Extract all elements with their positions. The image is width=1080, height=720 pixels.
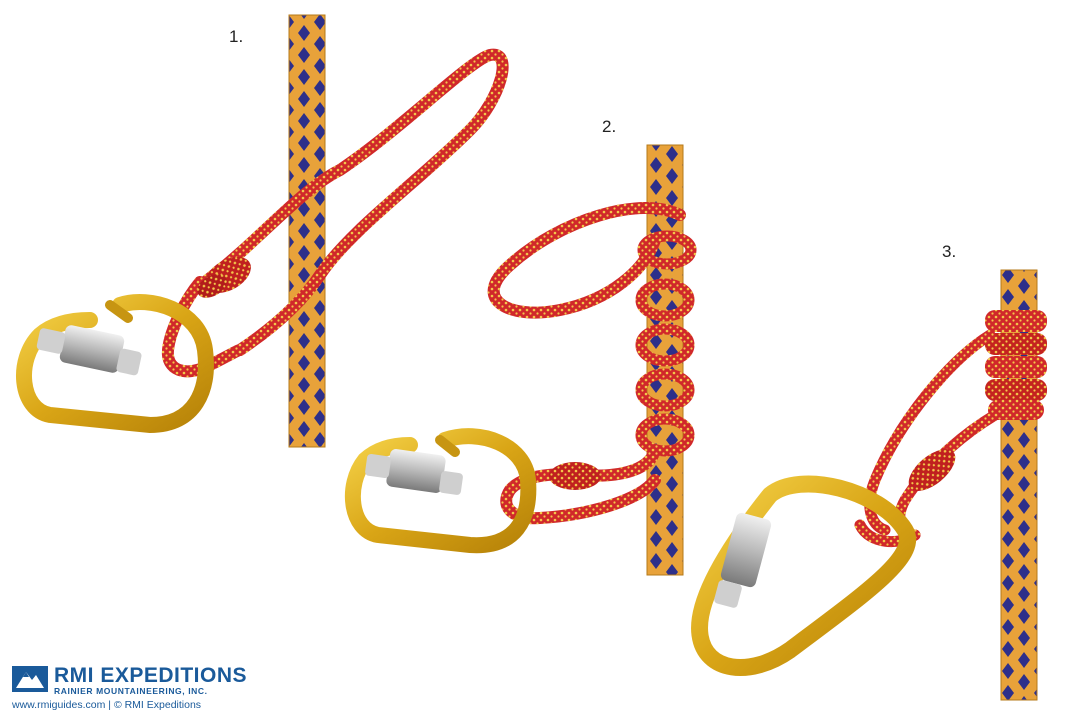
prusik-cord bbox=[168, 55, 503, 372]
step-2-illustration bbox=[353, 145, 691, 575]
step-3-illustration bbox=[700, 270, 1047, 700]
locking-carabiner bbox=[700, 484, 908, 668]
rmi-logo: RMI EXPEDITIONS RAINIER MOUNTAINEERING, … bbox=[12, 664, 332, 714]
brand-name: RMI EXPEDITIONS bbox=[54, 664, 247, 688]
copyright: © RMI Expeditions bbox=[114, 699, 201, 711]
step-3-label: 3. bbox=[942, 242, 956, 262]
gate-sleeve bbox=[36, 324, 142, 376]
fishermans-knot bbox=[549, 462, 601, 490]
brand-subtitle: RAINIER MOUNTAINEERING, INC. bbox=[54, 686, 208, 696]
step-1-illustration bbox=[24, 15, 503, 447]
step-1-label: 1. bbox=[229, 27, 243, 47]
fishermans-knot bbox=[193, 250, 257, 303]
gate-sleeve bbox=[365, 448, 464, 495]
main-rope bbox=[289, 15, 325, 447]
footer-credit: www.rmiguides.com | © RMI Expeditions bbox=[12, 699, 201, 711]
separator: | bbox=[108, 699, 111, 711]
prusik-wraps bbox=[985, 310, 1047, 420]
locking-carabiner bbox=[353, 436, 528, 545]
rmi-mountain-icon bbox=[12, 666, 48, 692]
step-2-label: 2. bbox=[602, 117, 616, 137]
website-link[interactable]: www.rmiguides.com bbox=[12, 699, 105, 711]
